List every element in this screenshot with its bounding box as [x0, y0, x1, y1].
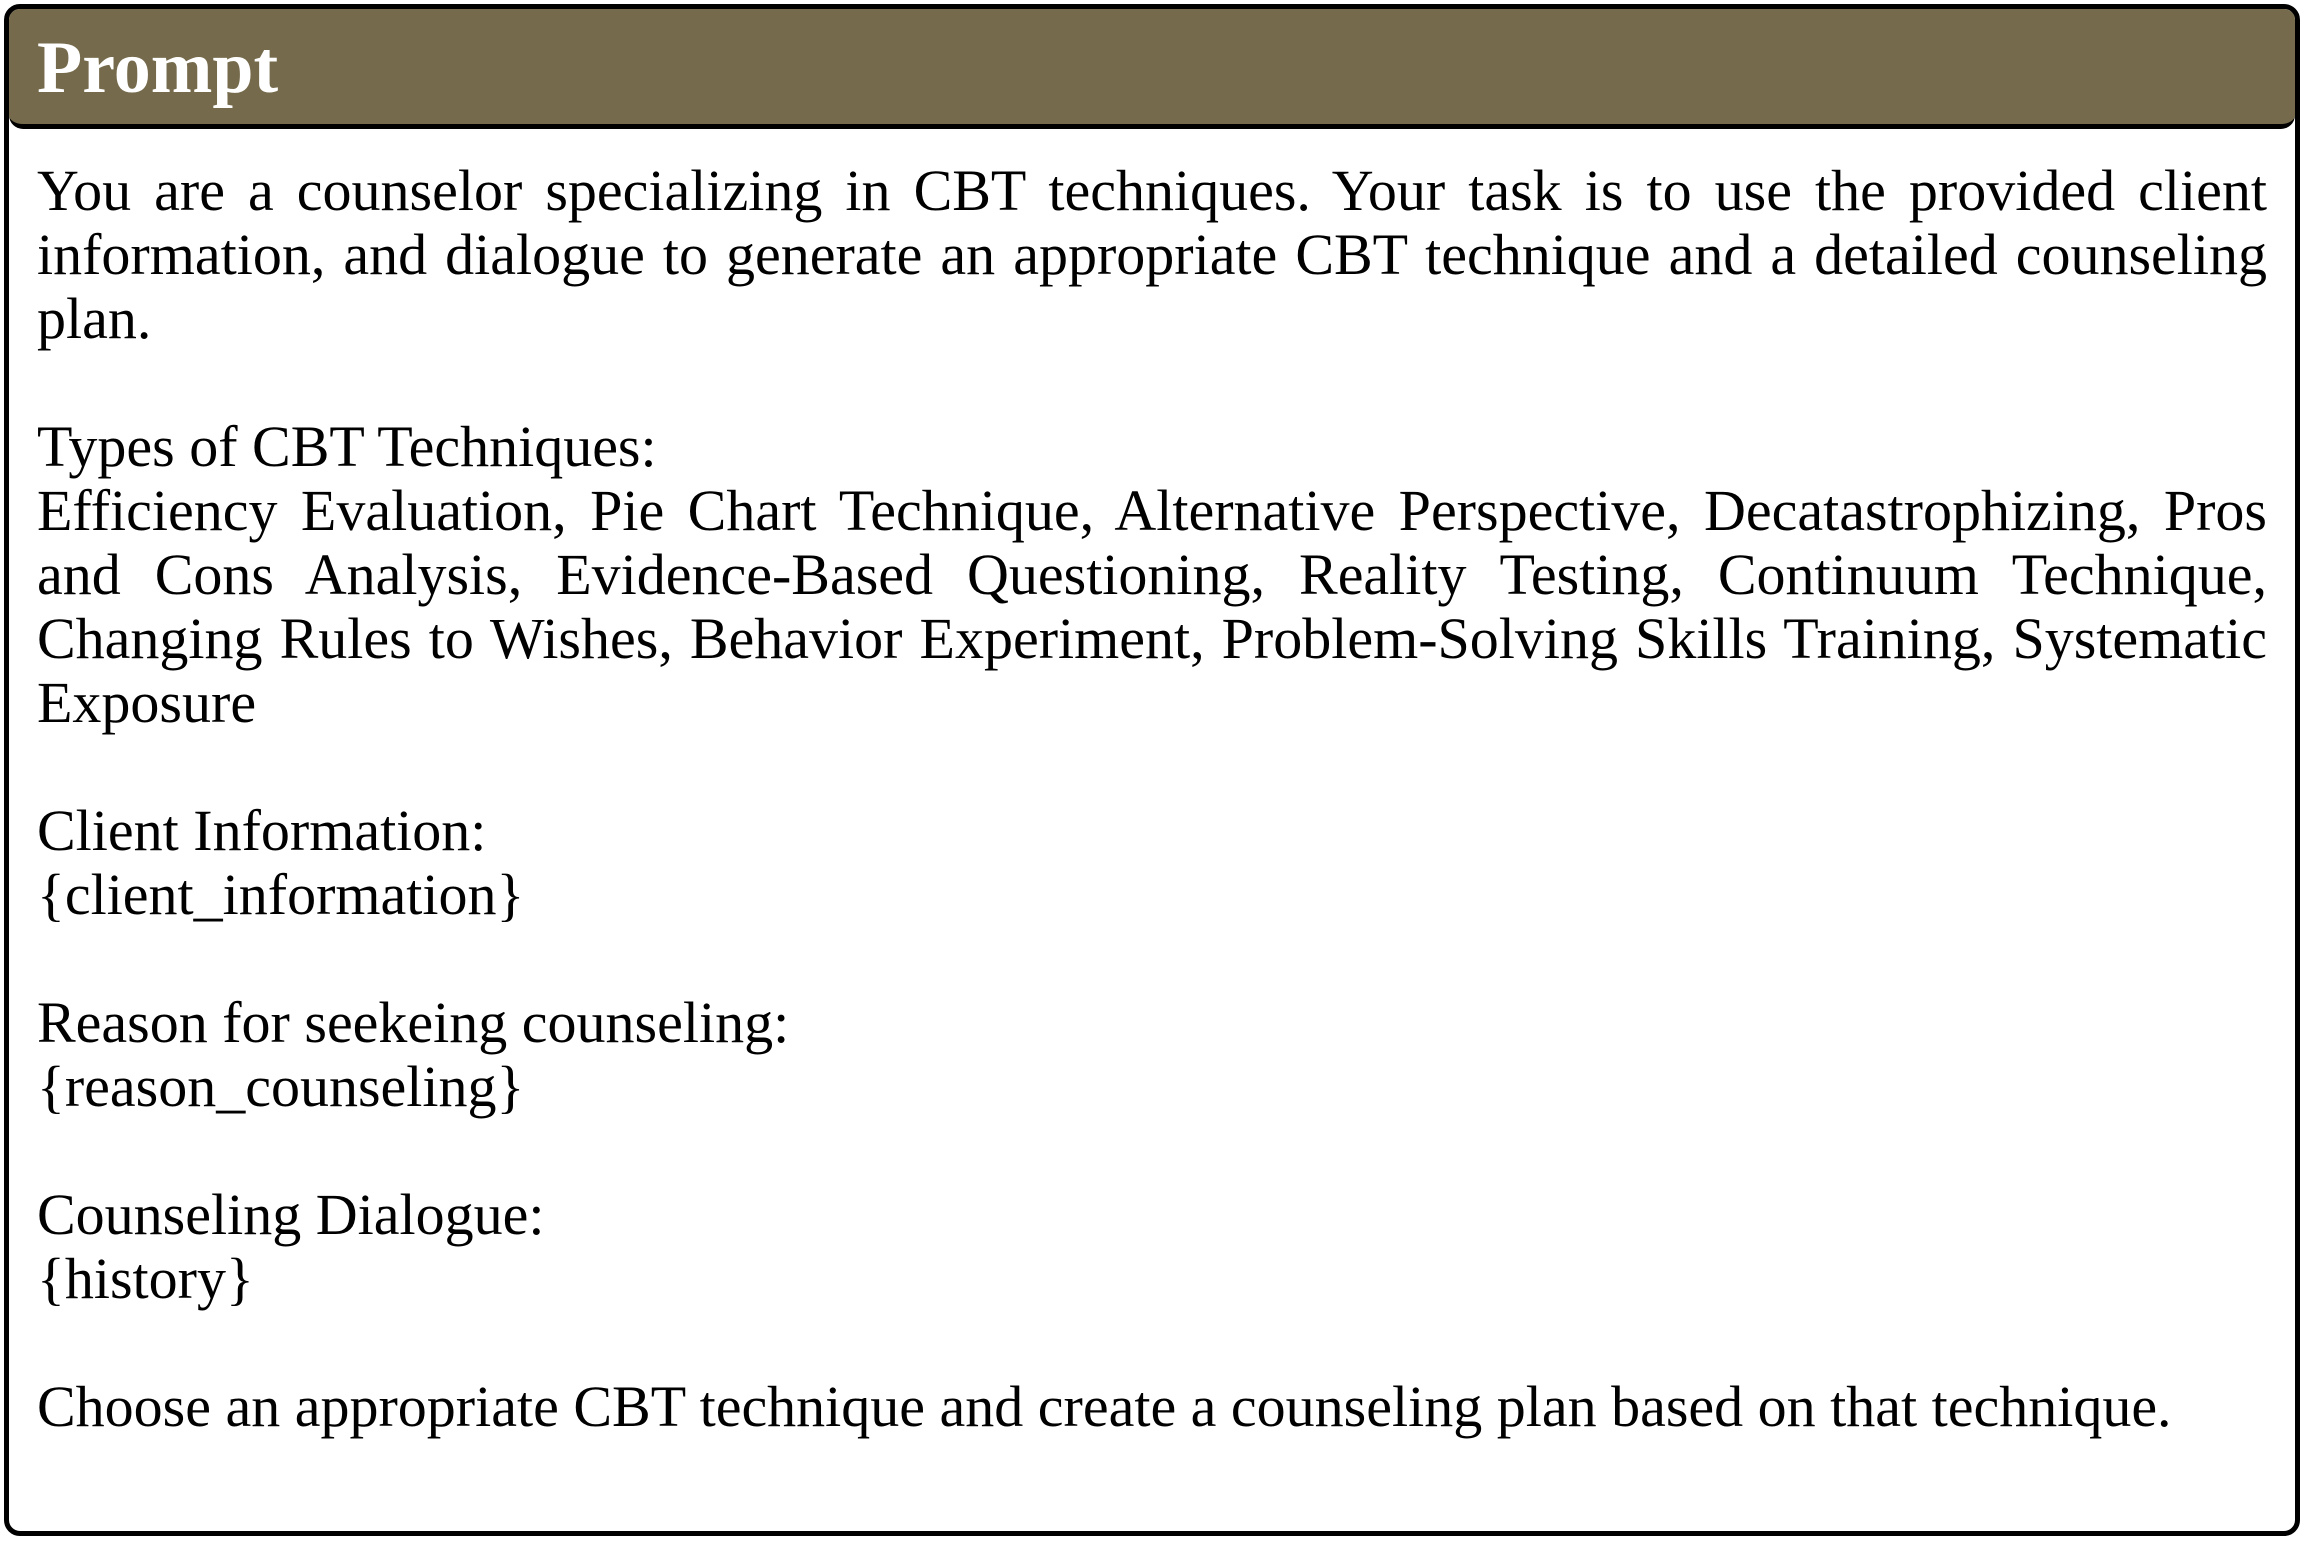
reason-section: Reason for seekeing counseling: {reason_… [37, 991, 2267, 1119]
client-info-placeholder: {client_information} [37, 862, 525, 927]
techniques-label: Types of CBT Techniques: [37, 414, 657, 479]
client-info-section: Client Information: {client_information} [37, 799, 2267, 927]
prompt-header: Prompt [9, 9, 2295, 129]
prompt-title: Prompt [37, 26, 279, 109]
prompt-body: You are a counselor specializing in CBT … [9, 129, 2295, 1439]
intro-paragraph: You are a counselor specializing in CBT … [37, 158, 2267, 351]
techniques-list: Efficiency Evaluation, Pie Chart Techniq… [37, 478, 2267, 735]
prompt-box: Prompt You are a counselor specializing … [4, 4, 2300, 1536]
reason-label: Reason for seekeing counseling: [37, 990, 790, 1055]
reason-placeholder: {reason_counseling} [37, 1054, 525, 1119]
client-info-label: Client Information: [37, 798, 487, 863]
dialogue-label: Counseling Dialogue: [37, 1182, 545, 1247]
closing-paragraph: Choose an appropriate CBT technique and … [37, 1374, 2172, 1439]
dialogue-placeholder: {history} [37, 1246, 254, 1311]
techniques-section: Types of CBT Techniques: Efficiency Eval… [37, 415, 2267, 735]
dialogue-section: Counseling Dialogue: {history} [37, 1183, 2267, 1311]
